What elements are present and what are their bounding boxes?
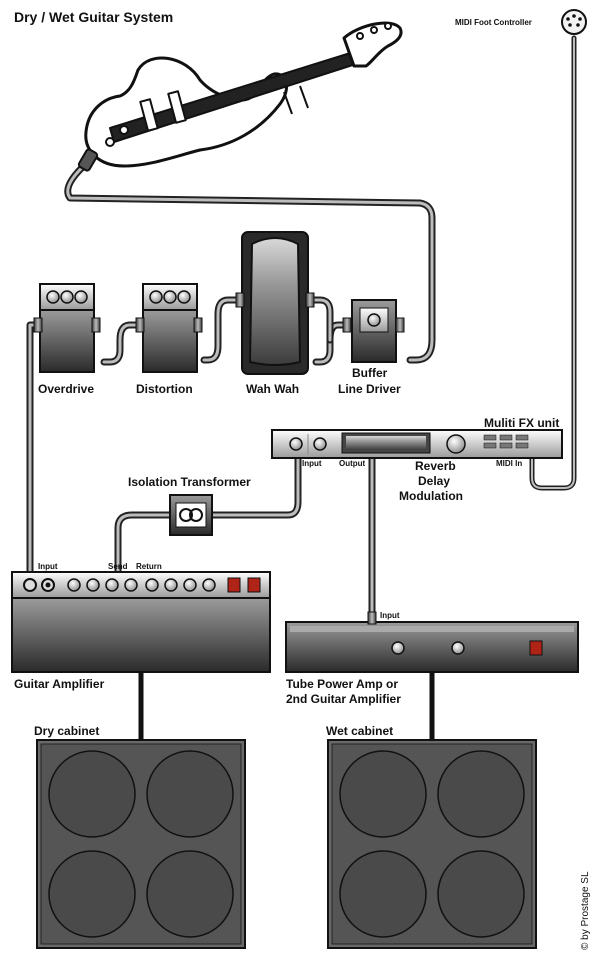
guitar-amplifier-label: Guitar Amplifier <box>14 677 105 691</box>
copyright-credit: © by Prostage SL <box>580 871 591 950</box>
fx-midi-in-label: MIDI In <box>496 459 522 468</box>
distortion-pedal <box>142 283 198 373</box>
speaker-cone-icon <box>437 750 525 838</box>
line-driver-label: Line Driver <box>338 382 401 396</box>
power-amp-label-line1: Tube Power Amp or <box>286 677 398 691</box>
fx-delay-label: Delay <box>418 474 450 488</box>
speaker-cone-icon <box>146 850 234 938</box>
power-amp-input-label: Input <box>380 611 400 620</box>
speaker-cone-icon <box>339 850 427 938</box>
speaker-cone-icon <box>146 750 234 838</box>
distortion-label: Distortion <box>136 382 193 396</box>
dry-cabinet-label: Dry cabinet <box>34 724 99 738</box>
fx-input-label: Input <box>302 459 322 468</box>
tube-power-amp <box>285 611 579 673</box>
buffer-label: Buffer <box>352 366 388 380</box>
wet-cabinet-label: Wet cabinet <box>326 724 393 738</box>
power-amp-label-line2: 2nd Guitar Amplifier <box>286 692 401 706</box>
speaker-cone-icon <box>48 850 136 938</box>
electric-guitar-icon <box>77 21 403 172</box>
wet-cabinet <box>327 739 537 949</box>
wah-wah-pedal <box>241 231 309 375</box>
amp-return-label: Return <box>136 562 162 571</box>
overdrive-pedal <box>39 283 95 373</box>
guitar-amplifier <box>11 571 271 673</box>
dry-cabinet <box>36 739 246 949</box>
cables <box>26 35 577 743</box>
pedal-jacks <box>33 292 405 333</box>
overdrive-label: Overdrive <box>38 382 94 396</box>
speaker-cone-icon <box>48 750 136 838</box>
isolation-transformer <box>169 494 213 536</box>
fx-modulation-label: Modulation <box>399 489 463 503</box>
fx-reverb-label: Reverb <box>415 459 456 473</box>
multi-fx-unit <box>271 429 563 459</box>
speaker-cone-icon <box>339 750 427 838</box>
fx-output-label: Output <box>339 459 366 468</box>
speaker-cone-icon <box>437 850 525 938</box>
midi-foot-controller-label: MIDI Foot Controller <box>455 18 532 27</box>
fx-unit-label: Muliti FX unit <box>484 416 559 430</box>
isolation-transformer-label: Isolation Transformer <box>128 475 251 489</box>
wah-wah-label: Wah Wah <box>246 382 299 396</box>
midi-connector-icon <box>561 9 587 35</box>
amp-input-label: Input <box>38 562 58 571</box>
amp-send-label: Send <box>108 562 128 571</box>
diagram-title: Dry / Wet Guitar System <box>14 9 173 25</box>
cable-pedal-links <box>100 296 347 366</box>
buffer-line-driver <box>351 299 397 363</box>
